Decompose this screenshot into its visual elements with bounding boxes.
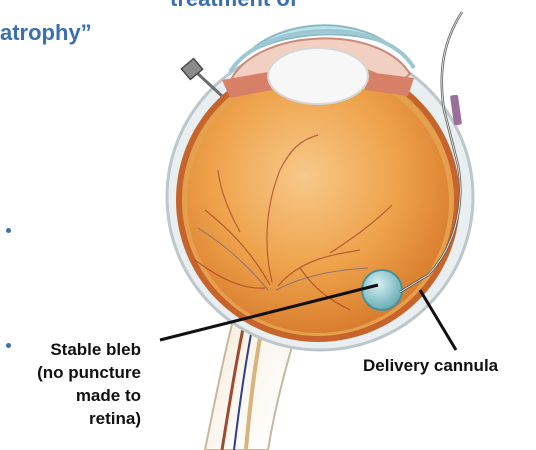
cannula-leader-line [420,290,456,350]
bleb-label-line: (no puncture [0,361,141,384]
bleb-label: Stable bleb (no puncture made to retina) [0,338,141,430]
cannula-label: Delivery cannula [363,354,498,377]
bleb-label-line: made to [0,384,141,407]
bleb-label-line: Stable bleb [0,338,141,361]
bleb-label-line: retina) [0,407,141,430]
anterior-segment [222,25,414,104]
subretinal-bleb [362,270,402,310]
lens [268,48,368,104]
trocar-port [181,58,222,96]
